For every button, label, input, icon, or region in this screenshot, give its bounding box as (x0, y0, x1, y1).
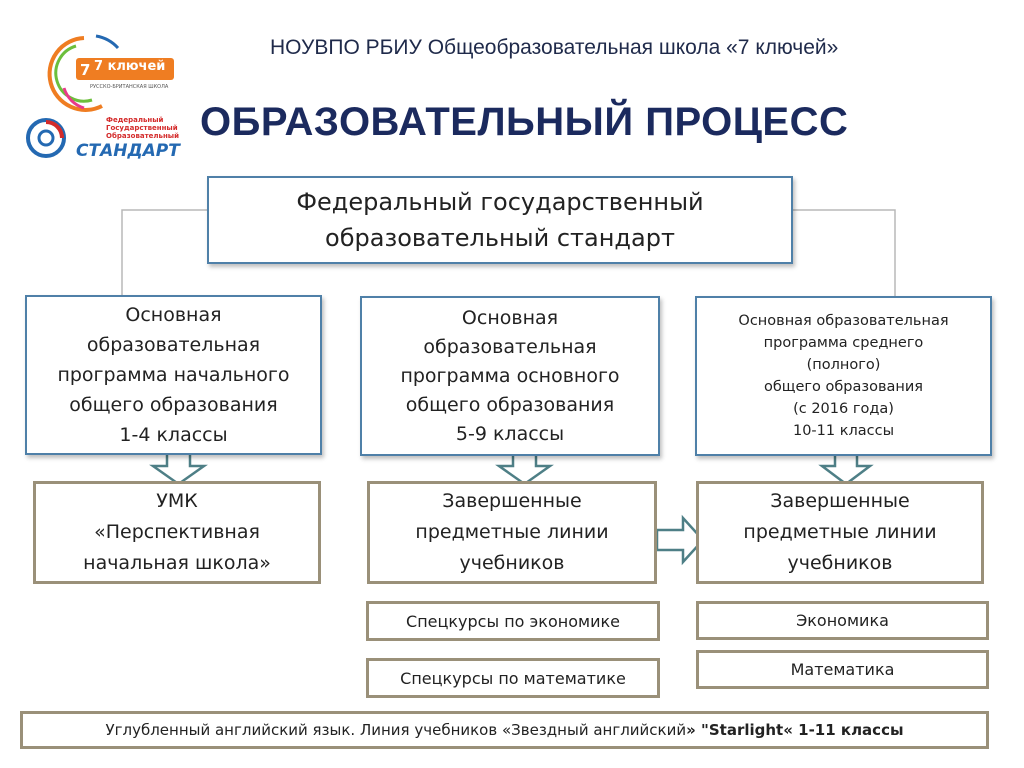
course-economics: Экономика (696, 601, 989, 640)
program-secondary-box: Основная образовательная программа средн… (695, 296, 992, 456)
program-secondary-label: Основная образовательная программа средн… (738, 313, 949, 439)
english-program-label: Углубленный английский язык. Линия учебн… (105, 721, 903, 739)
course-math: Математика (696, 650, 989, 689)
course-economics-label: Экономика (796, 611, 889, 630)
logo-7-keys: 7 7 ключей РУССКО-БРИТАНСКАЯ ШКОЛА (36, 28, 186, 116)
program-primary-box: Основная образовательная программа начал… (25, 295, 322, 455)
english-program-box: Углубленный английский язык. Линия учебн… (20, 711, 989, 749)
textbook-lines-secondary-label: Завершенные предметные линии учебников (743, 490, 937, 574)
connector-right (793, 209, 896, 296)
school-name: НОУВПО РБИУ Общеобразовательная школа «7… (270, 36, 839, 59)
standard-big-text: СТАНДАРТ (76, 141, 180, 161)
logo-7-keys-graphic: 7 (47, 34, 174, 112)
program-basic-label: Основная образовательная программа основ… (400, 306, 620, 445)
fgos-label: Федеральный государственный образователь… (296, 188, 704, 252)
svg-text:7: 7 (80, 61, 90, 79)
standard-small-text: Федеральный Государственный Образователь… (106, 116, 180, 140)
logo-7-keys-text: 7 ключей (94, 59, 166, 74)
textbook-lines-basic-box: Завершенные предметные линии учебников (367, 481, 657, 584)
umk-box: УМК «Перспективная начальная школа» (33, 481, 321, 584)
course-math-special: Спецкурсы по математике (366, 658, 660, 698)
logo-7-keys-subtitle: РУССКО-БРИТАНСКАЯ ШКОЛА (90, 84, 169, 90)
english-program-text: Углубленный английский язык. Линия учебн… (105, 721, 687, 739)
textbook-lines-basic-label: Завершенные предметные линии учебников (415, 490, 609, 574)
standard-emblem-icon (26, 118, 66, 158)
umk-label: УМК «Перспективная начальная школа» (83, 490, 271, 574)
course-math-special-label: Спецкурсы по математике (400, 668, 626, 688)
page-title: ОБРАЗОВАТЕЛЬНЫЙ ПРОЦЕСС (200, 100, 849, 144)
course-economics-special: Спецкурсы по экономике (366, 601, 660, 641)
course-economics-special-label: Спецкурсы по экономике (406, 611, 620, 631)
program-primary-label: Основная образовательная программа начал… (57, 304, 290, 446)
right-arrow (655, 514, 705, 566)
course-math-label: Математика (790, 660, 895, 679)
logo-federal-standard: Федеральный Государственный Образователь… (24, 114, 180, 164)
program-basic-box: Основная образовательная программа основ… (360, 296, 660, 456)
textbook-lines-secondary-box: Завершенные предметные линии учебников (696, 481, 984, 584)
fgos-box: Федеральный государственный образователь… (207, 176, 793, 264)
connector-left (121, 209, 207, 295)
english-program-bold: » "Starlight« 1-11 классы (686, 721, 904, 739)
